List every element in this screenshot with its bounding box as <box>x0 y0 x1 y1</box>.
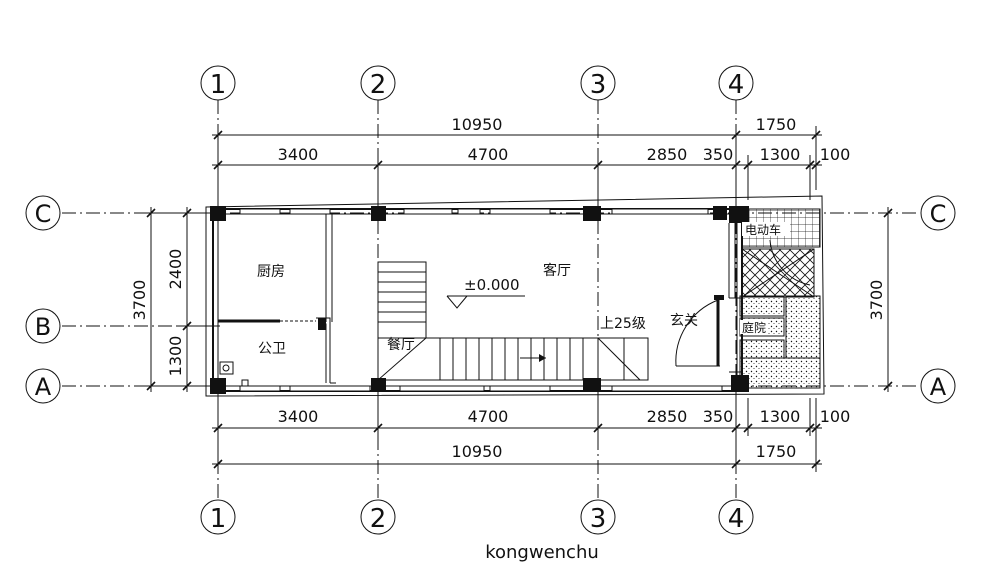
svg-text:3: 3 <box>590 70 607 100</box>
dim-top-seg4: 350 <box>703 145 734 164</box>
svg-text:4: 4 <box>728 504 745 534</box>
dim-top-seg3: 2850 <box>647 145 688 164</box>
grid-bubble-3-bottom: 3 <box>580 499 616 535</box>
grid-bubble-1-top: 1 <box>200 65 236 101</box>
room-label-foyer: 玄关 <box>670 312 698 329</box>
dim-bottom-seg6: 100 <box>820 407 851 426</box>
svg-text:C: C <box>35 200 52 228</box>
svg-text:A: A <box>930 373 947 401</box>
grid-bubble-b-left: B <box>25 308 61 344</box>
svg-text:B: B <box>35 313 51 341</box>
dim-bottom-overall: 10950 <box>452 442 503 461</box>
stair-note: 上25级 <box>600 316 646 332</box>
dim-left-lower: 1300 <box>166 336 185 377</box>
room-label-living: 客厅 <box>543 262 571 279</box>
elevation-marker: ±0.000 <box>446 276 525 309</box>
svg-text:1: 1 <box>210 504 227 534</box>
staircase <box>377 261 649 381</box>
svg-text:2: 2 <box>370 70 387 100</box>
dim-top-seg1: 3400 <box>278 145 319 164</box>
windows <box>239 208 723 392</box>
dim-left-overall: 3700 <box>130 280 149 321</box>
room-label-kitchen: 厨房 <box>257 264 285 280</box>
dim-top-seg5: 1300 <box>760 145 801 164</box>
grid-bubble-4-bottom: 4 <box>718 499 754 535</box>
grid-bubble-1-bottom: 1 <box>200 499 236 535</box>
room-labels: 厨房 公卫 客厅 餐厅 玄关 上25级 电动车 庭院 <box>257 222 781 357</box>
kitchen-bath-walls <box>218 214 336 387</box>
svg-text:4: 4 <box>728 70 745 100</box>
room-label-bathroom: 公卫 <box>258 341 286 357</box>
grid-bubble-2-bottom: 2 <box>360 499 396 535</box>
dim-bottom-seg5: 1300 <box>760 407 801 426</box>
svg-text:3: 3 <box>590 504 607 534</box>
room-label-courtyard: 庭院 <box>742 320 766 335</box>
grid-bubbles: 1 2 3 4 1 2 3 4 C B A C A <box>25 65 956 535</box>
dimensions-bottom: 3400 4700 2850 350 1300 100 10950 1750 <box>212 398 850 472</box>
right-annex <box>739 208 821 389</box>
grid-bubble-c-right: C <box>920 195 956 231</box>
grid-bubble-4-top: 4 <box>718 65 754 101</box>
dim-bottom-seg4: 350 <box>703 407 734 426</box>
grid-bubble-a-right: A <box>920 368 956 404</box>
svg-text:C: C <box>930 200 947 228</box>
svg-text:2: 2 <box>370 504 387 534</box>
dim-left-upper: 2400 <box>166 249 185 290</box>
svg-text:1: 1 <box>210 70 227 100</box>
dim-top-right-overall: 1750 <box>756 115 797 134</box>
elevation-text: ±0.000 <box>464 276 520 294</box>
dim-top-overall: 10950 <box>452 115 503 134</box>
dim-top-seg2: 4700 <box>468 145 509 164</box>
grid-bubble-c-left: C <box>25 195 61 231</box>
foyer-door <box>675 223 741 373</box>
dimensions-top: 10950 1750 3400 4700 2850 350 1300 100 <box>212 115 850 200</box>
grid-bubble-3-top: 3 <box>580 65 616 101</box>
dim-bottom-seg3: 2850 <box>647 407 688 426</box>
dim-top-seg6: 100 <box>820 145 851 164</box>
dim-bottom-seg1: 3400 <box>278 407 319 426</box>
svg-text:A: A <box>35 373 52 401</box>
watermark: kongwenchu <box>485 542 599 563</box>
room-label-ebike: 电动车 <box>745 222 781 237</box>
dim-bottom-seg2: 4700 <box>468 407 509 426</box>
room-label-dining: 餐厅 <box>387 337 415 353</box>
dim-right-overall: 3700 <box>867 280 886 321</box>
grid-bubble-2-top: 2 <box>360 65 396 101</box>
grid-bubble-a-left: A <box>25 368 61 404</box>
dimensions-right: 3700 <box>867 207 893 392</box>
dimensions-left: 3700 2400 1300 <box>130 207 212 392</box>
dim-bottom-right-overall: 1750 <box>756 442 797 461</box>
